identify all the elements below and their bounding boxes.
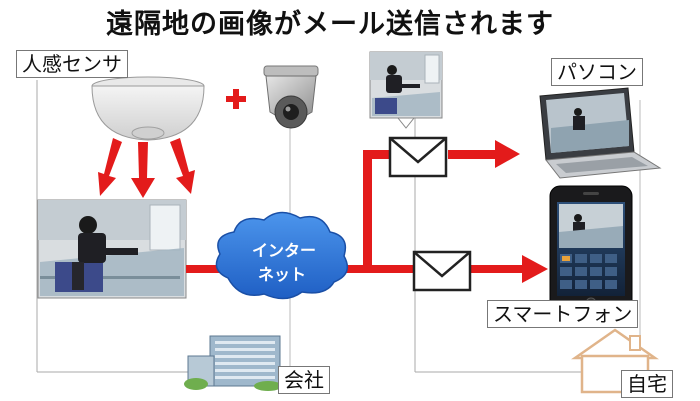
page-title: 遠隔地の画像がメール送信されます bbox=[106, 9, 554, 40]
email-envelope-icon bbox=[412, 250, 472, 292]
laptop-icon bbox=[539, 87, 662, 179]
motion-sensor-icon bbox=[91, 76, 205, 141]
office-building-icon bbox=[184, 335, 282, 391]
photo-to-cloud-arrow bbox=[186, 265, 222, 273]
home-label: 自宅 bbox=[621, 370, 673, 398]
smartphone-icon bbox=[549, 185, 633, 313]
sensor-arrows bbox=[98, 138, 195, 198]
smartphone-label: スマートフォン bbox=[487, 300, 639, 328]
sensor-label: 人感センサ bbox=[16, 50, 128, 78]
thumbnail-pointer bbox=[396, 117, 416, 129]
company-label: 会社 bbox=[278, 366, 330, 394]
network-camera-icon bbox=[263, 65, 319, 129]
cloud-label-line2: ネット bbox=[258, 265, 306, 284]
pc-label: パソコン bbox=[551, 58, 643, 86]
plus-icon bbox=[226, 89, 246, 109]
email-routing-lines bbox=[338, 140, 548, 283]
intruder-photo-main bbox=[37, 199, 187, 299]
internet-cloud-icon bbox=[215, 211, 349, 300]
email-envelope-icon bbox=[388, 136, 448, 178]
intruder-photo-thumbnail bbox=[369, 51, 443, 119]
cloud-label-line1: インター bbox=[252, 241, 316, 260]
